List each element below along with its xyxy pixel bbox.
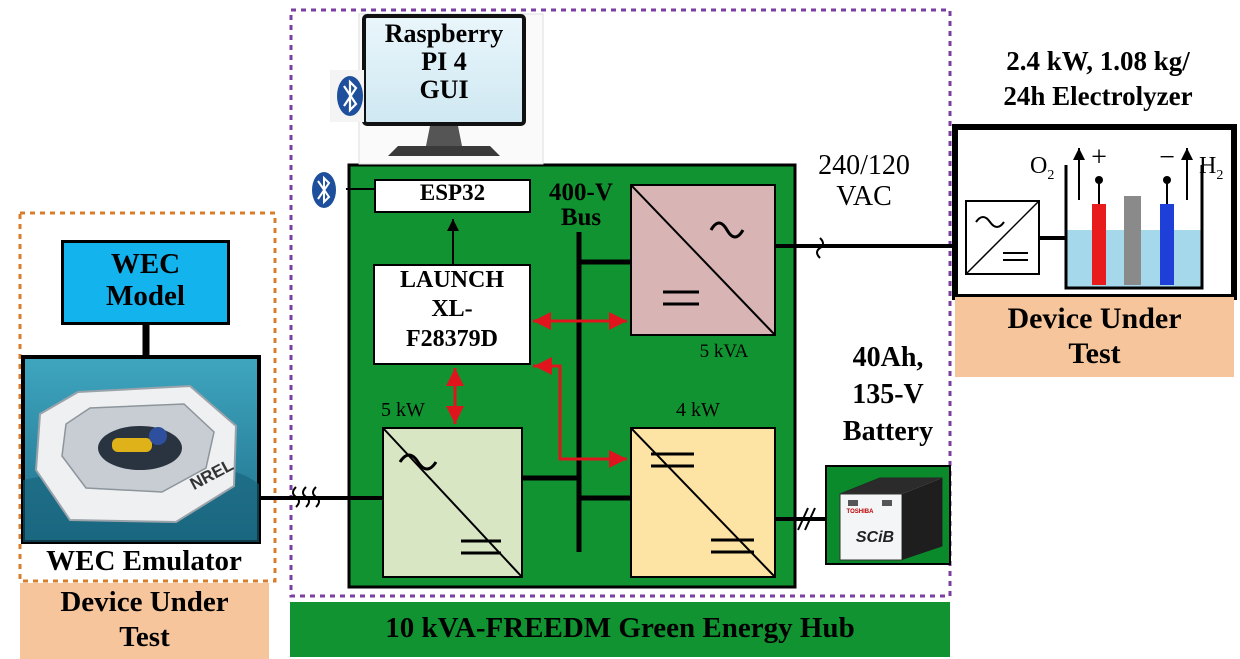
o2-symbol: O xyxy=(1030,153,1048,179)
bluetooth-icon xyxy=(312,172,336,208)
launchpad-line3: F28379D xyxy=(406,325,498,352)
battery-line3: Battery xyxy=(842,415,934,447)
wec-model-line1: WEC xyxy=(110,248,181,280)
o2-subscript: 2 xyxy=(1047,167,1055,183)
hub-boundary xyxy=(289,8,952,598)
wec-model-box xyxy=(61,240,230,325)
grid-voltage-label: 240/120 VAC xyxy=(800,150,928,213)
electrolyzer-title-line2: 24h Electrolyzer xyxy=(1003,80,1193,111)
launchpad-line2: XL- xyxy=(431,296,473,323)
hub-title-bar xyxy=(290,602,950,657)
battery-image xyxy=(825,465,951,565)
electrolyzer-dut-line1: Device Under xyxy=(1007,302,1182,335)
o2-label: O2 xyxy=(1030,153,1070,183)
hub-title: 10 kVA-FREEDM Green Energy Hub xyxy=(385,612,855,644)
rectifier-block xyxy=(382,427,523,578)
esp32-label: ESP32 xyxy=(419,180,486,205)
buoy-image xyxy=(21,355,261,544)
battery-label: 40Ah, 135-V Battery xyxy=(818,340,958,451)
battery-maker: TOSHIBA xyxy=(846,509,874,515)
launchpad-box xyxy=(373,264,531,365)
raspberry-line1: Raspberry xyxy=(384,19,504,48)
electrolyzer-dut-label: Device Under Test xyxy=(955,302,1234,371)
wec-dut-badge xyxy=(20,583,269,659)
electrolyzer-box xyxy=(952,124,1237,300)
raspberry-line2: PI 4 xyxy=(421,47,467,77)
wec-emulator-label: WEC Emulator xyxy=(46,545,242,577)
raspberry-line3: GUI xyxy=(419,75,469,105)
bus-label: 400-V Bus xyxy=(533,180,629,230)
grid-line1: 240/120 xyxy=(818,150,910,181)
wec-model-label: WEC Model xyxy=(61,248,230,313)
wec-dut-label: Device Under Test xyxy=(20,585,269,656)
electrolyzer-title: 2.4 kW, 1.08 kg/ 24h Electrolyzer xyxy=(958,44,1238,113)
battery-brand: SCiB xyxy=(855,529,895,546)
h2-subscript: 2 xyxy=(1216,167,1224,183)
launchpad-line1: LAUNCH xyxy=(399,267,504,293)
battery-line2: 135-V xyxy=(852,378,924,410)
inverter-rating: 5 kVA xyxy=(699,341,749,362)
plus-sign: + xyxy=(1091,142,1107,173)
launchpad-label: LAUNCH XL- F28379D xyxy=(374,266,530,354)
bus-label-line2: Bus xyxy=(560,204,602,231)
bus-label-line1: 400-V xyxy=(549,179,613,206)
monitor-icon xyxy=(358,13,544,165)
inverter-block xyxy=(630,184,776,336)
dcdc-rating: 4 kW xyxy=(676,399,720,421)
electrolyzer-dut-line2: Test xyxy=(1068,336,1121,370)
rectifier-rating: 5 kW xyxy=(381,399,425,421)
dcdc-block xyxy=(630,427,776,578)
bluetooth-icon xyxy=(330,70,364,122)
esp32-box xyxy=(374,179,531,213)
wec-model-line2: Model xyxy=(106,280,185,313)
wec-dut-line1: Device Under xyxy=(60,586,229,618)
electrolyzer-title-line1: 2.4 kW, 1.08 kg/ xyxy=(1006,46,1190,76)
raspberry-pi-label: Raspberry PI 4 GUI xyxy=(364,19,524,105)
grid-line2: VAC xyxy=(836,181,892,213)
electrolyzer-dut-badge xyxy=(955,297,1234,377)
h2-label: H2 xyxy=(1199,153,1237,183)
h2-symbol: H xyxy=(1199,153,1217,179)
wec-boundary xyxy=(18,211,277,583)
wec-dut-line2: Test xyxy=(119,621,170,654)
battery-line1: 40Ah, xyxy=(852,342,924,373)
minus-sign: − xyxy=(1159,142,1175,173)
